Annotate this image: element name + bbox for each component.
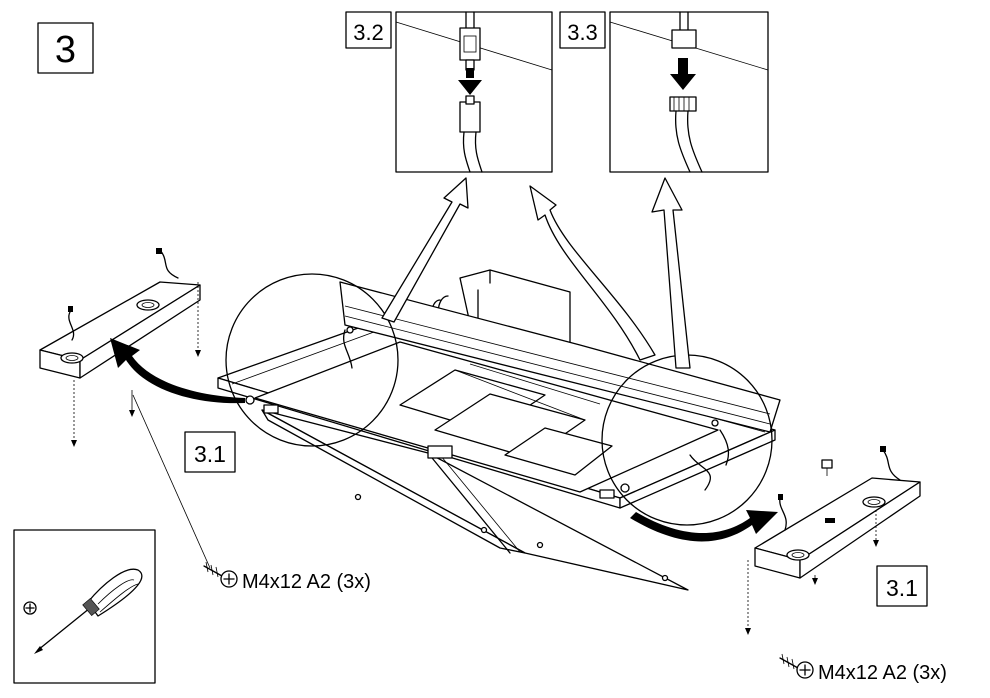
screw-icon	[779, 653, 814, 679]
arrow-to-detail-3-3	[651, 177, 691, 369]
detail-circle-left	[225, 273, 399, 447]
screw-icon	[203, 561, 238, 588]
bracket-arrow-right	[630, 510, 778, 542]
plug-connector-icon	[458, 11, 483, 173]
bracket-arrow-left	[110, 338, 245, 404]
light-bracket-right	[745, 446, 921, 635]
hood-body	[217, 269, 781, 591]
detail-3-1-left: 3.1	[184, 431, 236, 473]
arrow-to-detail-3-2	[381, 177, 469, 323]
detail-3-1-right: 3.1	[876, 565, 928, 607]
arrow-to-detail-3-2-curved	[529, 185, 656, 361]
tool-box	[13, 529, 156, 684]
detail-3-1-right-label: 3.1	[886, 575, 918, 601]
screw-label-right: M4x12 A2 (3x)	[818, 662, 947, 684]
light-bracket-left	[39, 248, 201, 447]
detail-3-2: 3.2	[345, 11, 553, 173]
screw-callout-right: M4x12 A2 (3x)	[779, 653, 947, 684]
detail-3-2-label: 3.2	[353, 20, 384, 45]
detail-3-3: 3.3	[559, 11, 769, 173]
step-number: 3	[55, 29, 76, 71]
detail-3-2-label-box	[345, 11, 392, 49]
detail-3-1-left-label: 3.1	[194, 441, 226, 467]
phillips-screwdriver-icon	[23, 568, 143, 654]
screw-label-left: M4x12 A2 (3x)	[242, 571, 371, 593]
pin-connector-icon	[669, 11, 703, 173]
detail-3-3-label: 3.3	[567, 20, 598, 45]
detail-3-3-label-box	[559, 11, 606, 49]
screw-callout-left: M4x12 A2 (3x)	[132, 394, 371, 593]
step-number-box: 3	[37, 22, 94, 74]
